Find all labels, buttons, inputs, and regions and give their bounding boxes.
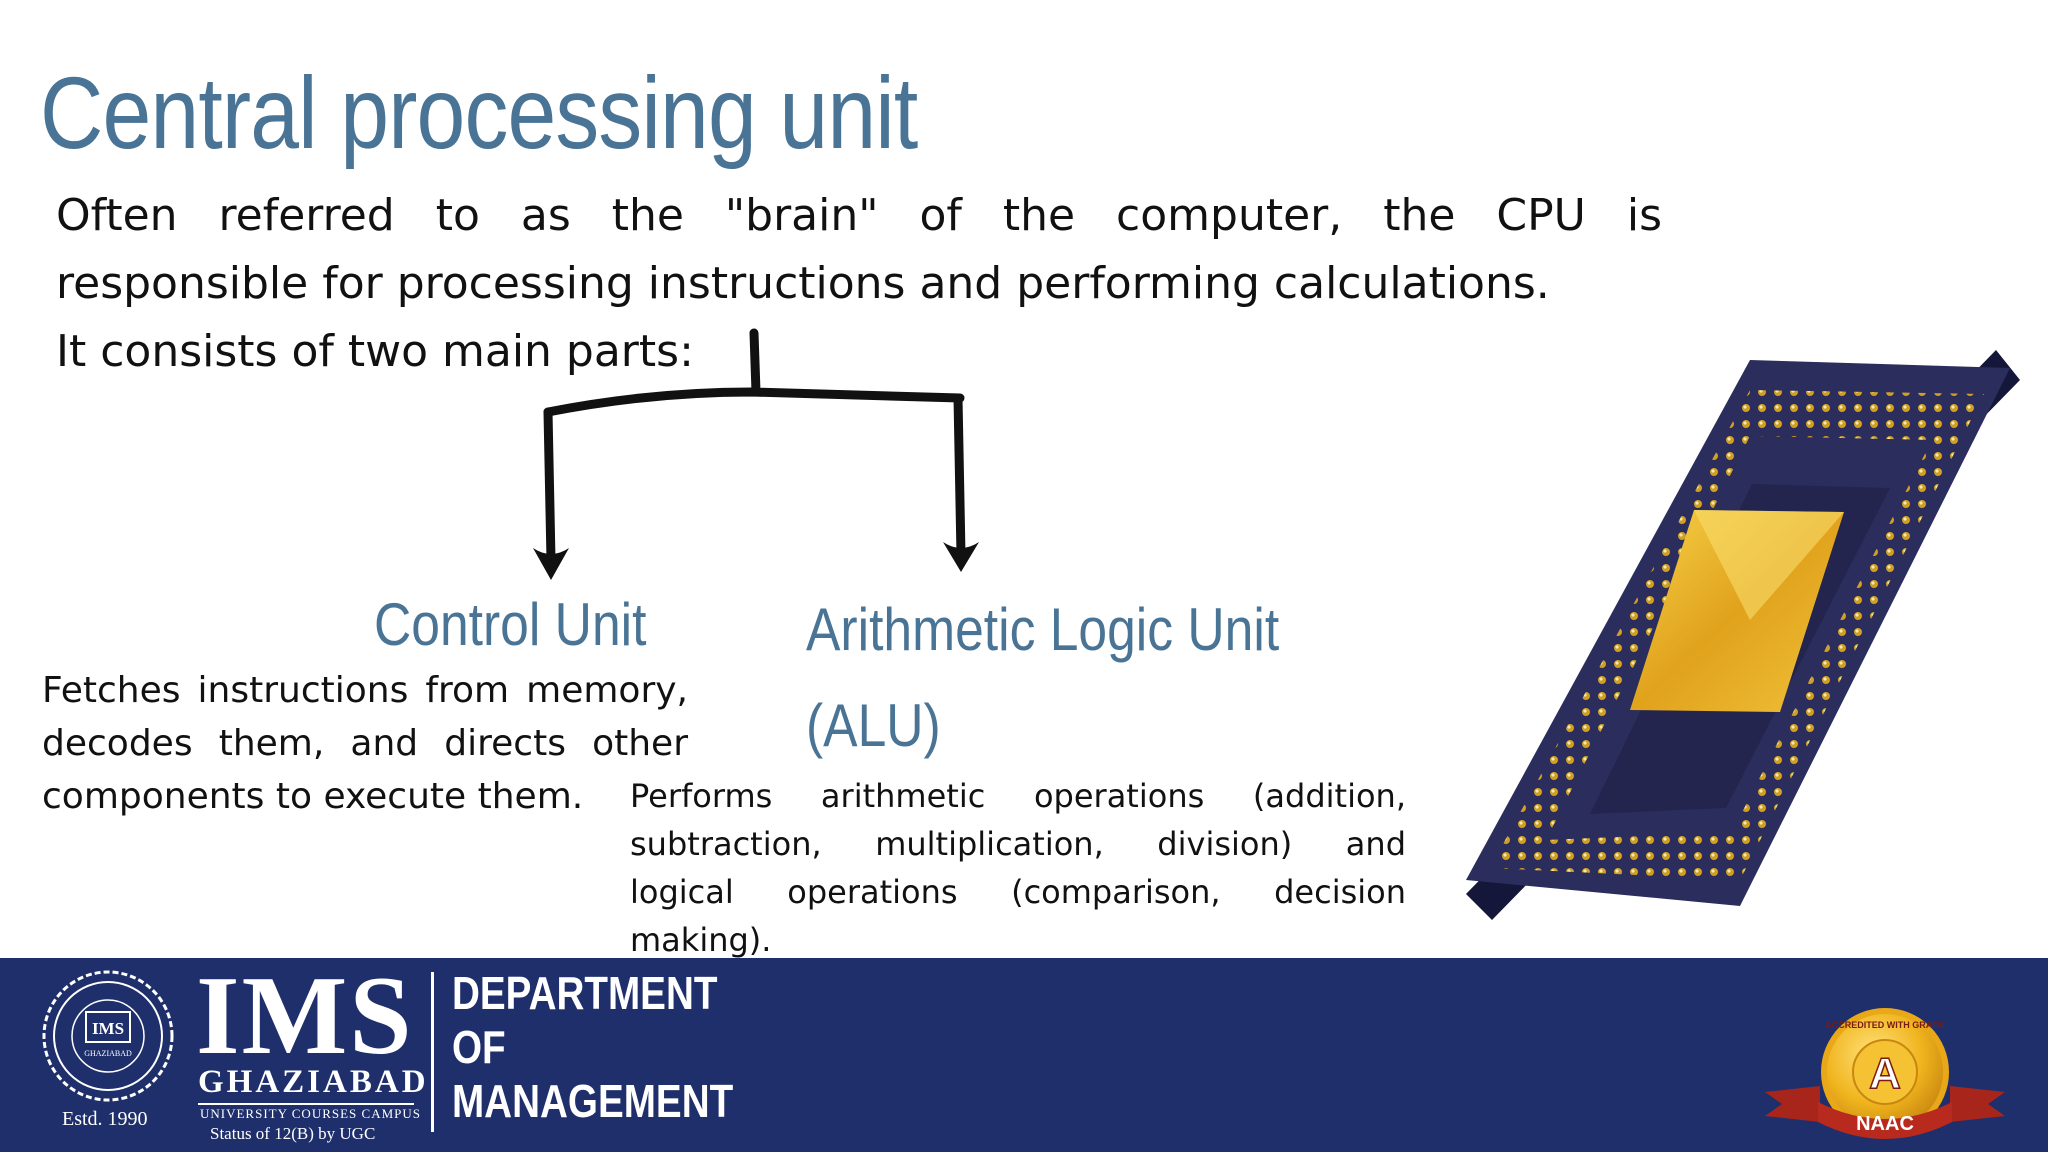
intro-paragraph: Often referred to as the "brain" of the …: [56, 182, 1662, 386]
dept-line-1: DEPARTMENT: [452, 967, 718, 1019]
right-arrow-shaft: [953, 393, 966, 560]
alu-desc-line-3: logical operations (comparison, decision: [630, 873, 1406, 911]
established-year: Estd. 1990: [62, 1108, 148, 1130]
dept-line-2: OF: [452, 1021, 506, 1073]
seal-ims-text: IMS: [92, 1019, 124, 1038]
alu-title: Arithmetic Logic Unit (ALU): [806, 582, 1279, 774]
control-unit-description: Fetches instructions from memory, decode…: [42, 664, 688, 823]
bracket-arrows-diagram: [533, 328, 979, 580]
cu-desc-line-2: decodes them, and directs other: [42, 723, 688, 764]
intro-line-3: It consists of two main parts:: [56, 326, 694, 377]
department-name: DEPARTMENT OF MANAGEMENT: [452, 966, 733, 1128]
institute-seal-icon: IMS GHAZIABAD: [42, 970, 174, 1102]
naac-ring-text: ACCREDITED WITH GRADE: [1825, 1020, 1945, 1030]
seal-city-text: GHAZIABAD: [84, 1049, 132, 1058]
footer-divider: [431, 972, 434, 1132]
intro-line-2: responsible for processing instructions …: [56, 258, 1550, 309]
intro-line-1: Often referred to as the "brain" of the …: [56, 190, 1662, 241]
cu-desc-line-1: Fetches instructions from memory,: [42, 670, 688, 711]
left-arrow-shaft: [543, 407, 556, 565]
left-arrowhead: [533, 548, 569, 580]
naac-grade-text: A: [1869, 1049, 1901, 1098]
naac-badge-icon: A ACCREDITED WITH GRADE NAAC: [1765, 1008, 2005, 1139]
ims-city: GHAZIABAD: [198, 1064, 429, 1100]
slide-title: Central processing unit: [40, 56, 918, 170]
ims-logo-text: IMS: [196, 954, 414, 1078]
alu-title-line-1: Arithmetic Logic Unit: [806, 596, 1280, 663]
ims-campus: UNIVERSITY COURSES CAMPUS: [200, 1106, 421, 1121]
control-unit-title: Control Unit: [374, 591, 647, 658]
alu-description: Performs arithmetic operations (addition…: [630, 772, 1406, 964]
ims-status: Status of 12(B) by UGC: [210, 1124, 376, 1143]
alu-desc-line-1: Performs arithmetic operations (addition…: [630, 777, 1406, 815]
alu-desc-line-4: making).: [630, 921, 772, 959]
footer-band: [0, 958, 2048, 1152]
cpu-chip-image: [1466, 350, 2020, 920]
naac-label-text: NAAC: [1856, 1113, 1914, 1135]
alu-desc-line-2: subtraction, multiplication, division) a…: [630, 825, 1406, 863]
dept-line-3: MANAGEMENT: [452, 1075, 734, 1127]
right-arrowhead: [943, 542, 979, 572]
cu-desc-line-3: components to execute them.: [42, 776, 584, 817]
ims-underline: [198, 1103, 414, 1105]
alu-title-line-2: (ALU): [806, 692, 941, 759]
bracket-bar: [543, 387, 965, 417]
bracket-stem: [749, 328, 761, 397]
